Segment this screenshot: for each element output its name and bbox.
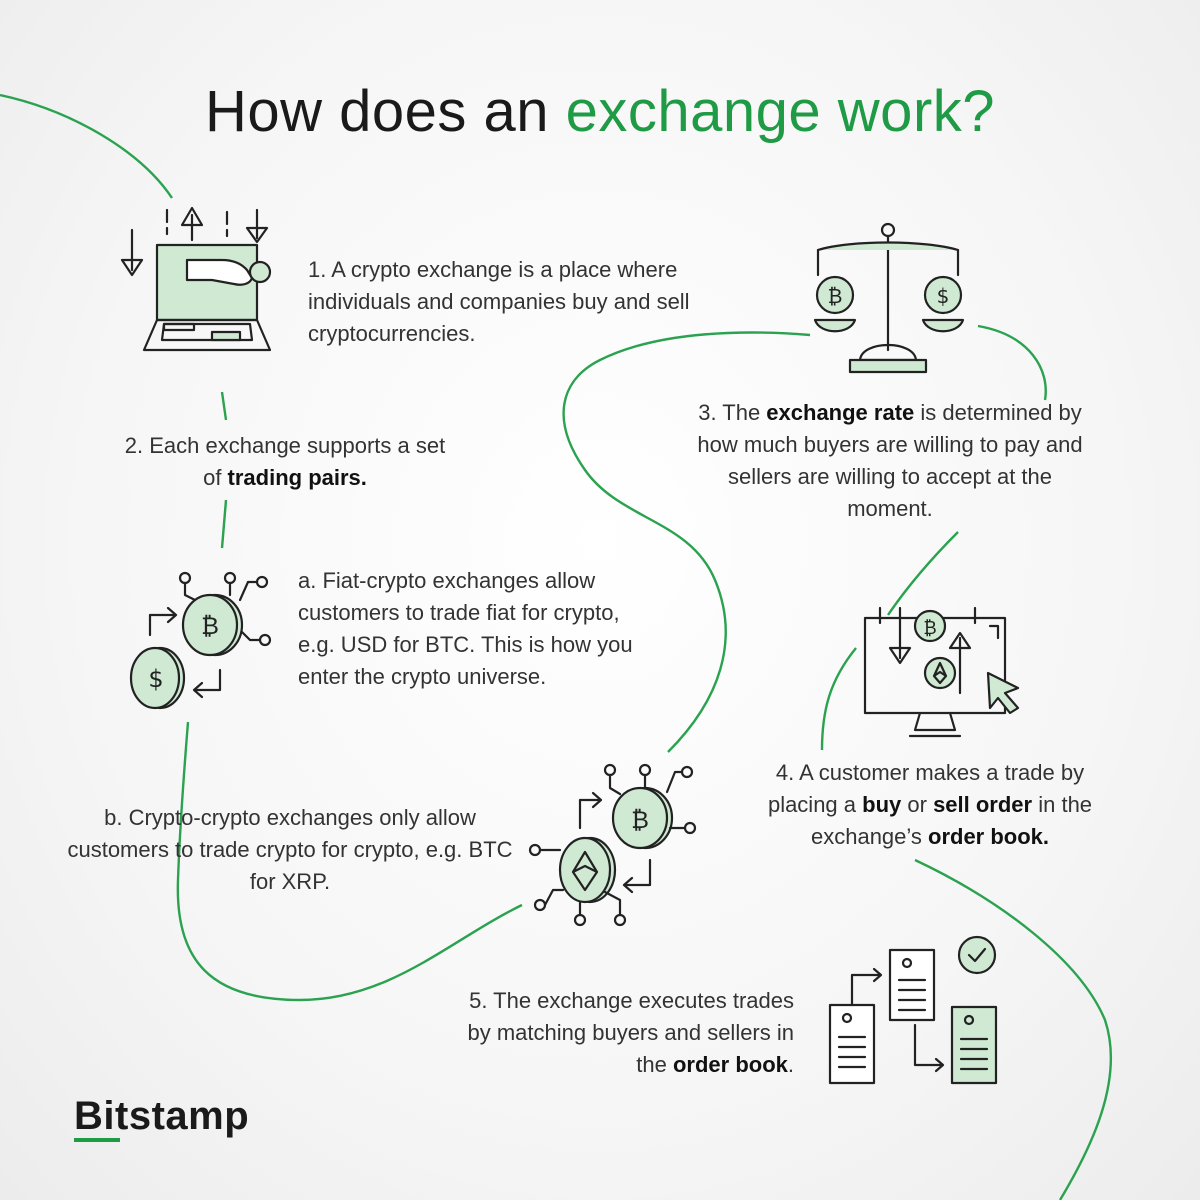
svg-text:$: $ [937,284,950,308]
step-3-bold: exchange rate [766,400,915,425]
title-prefix: How does an [204,79,550,144]
step-4-text: 4. A customer makes a trade by placing a… [740,757,1120,853]
svg-text:$: $ [148,665,163,693]
step-5-bold: order book [672,1052,788,1077]
svg-text:₿: ₿ [631,806,649,834]
step-5-text-suffix: . [787,1052,794,1077]
step-2-bold: trading pairs. [227,465,367,490]
laptop-with-hand-and-arrows-icon [120,206,272,352]
step-4-buy: buy [862,792,902,817]
step-a-text: a. Fiat-crypto exchanges allow customers… [298,568,633,689]
step-3-text: 3. The exchange rate is determined by ho… [690,397,1090,525]
step-1-text: 1. A crypto exchange is a place where in… [308,257,690,346]
step-2-text-main: 2. Each exchange supports a set of [124,433,446,490]
logo-underline [74,1138,120,1142]
svg-text:₿: ₿ [201,612,219,640]
monitor-bitcoin-ethereum-cursor-icon: ₿ [863,606,1020,738]
bitcoin-dollar-exchange-icon: ₿ $ [129,571,272,710]
svg-text:₿: ₿ [923,618,936,639]
svg-text:₿: ₿ [828,284,843,308]
bitstamp-logo: Bitstamp [74,1094,250,1138]
step-4-text-part3: in the exchange’s [810,792,1093,849]
bitcoin-ethereum-exchange-icon: ₿ [528,763,697,927]
page-title: How does an exchange work? [0,78,1200,145]
step-b-text: b. Crypto-crypto exchanges only allow cu… [67,805,513,894]
step-3-text-suffix: is determined by how much buyers are wil… [697,400,1083,521]
scales-bitcoin-dollar-icon: ₿ $ [813,222,965,374]
step-2-text: 2. Each exchange supports a set of tradi… [120,430,450,494]
step-4-order-book: order book. [928,824,1050,849]
step-4-text-part2: or [901,792,934,817]
step-5-text: 5. The exchange executes trades by match… [450,985,795,1081]
step-3-text-prefix: 3. The [698,400,767,425]
step-4-sell-order: sell order [933,792,1033,817]
order-matching-documents-icon [828,935,998,1085]
step-5-text-prefix: 5. The exchange executes trades by match… [467,988,795,1077]
title-highlight: exchange work? [565,79,996,144]
step-4-text-part1: 4. A customer makes a trade by placing a [767,760,1085,817]
